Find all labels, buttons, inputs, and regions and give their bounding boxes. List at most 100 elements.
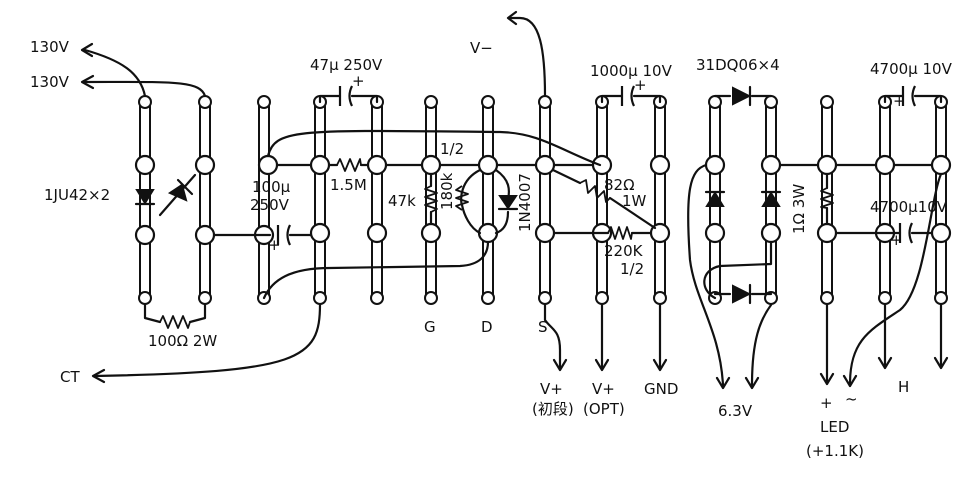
wire-led-minus [848,172,943,386]
resistor-220k [607,226,633,240]
label-cap-4700u-bot-plus: + [890,231,903,249]
label-led: LED [820,418,849,436]
label-cap-4700u-bot: 4700μ10V [870,198,948,216]
wire-c4700t-r [913,94,943,104]
arrow-gnd [652,358,668,372]
label-v-minus: V− [470,39,493,57]
label-cap-1000u: 1000μ 10V [590,62,673,80]
label-31dq06: 31DQ06×4 [696,56,780,74]
label-v-plus-1-note: (初段) [532,400,574,418]
diode-bridge-top [732,85,752,107]
resistor-82 [579,179,611,203]
label-res-82-w: 1W [622,192,647,210]
wire-r100-left [143,302,162,324]
wire-c1000-l [600,94,624,104]
text-labels: 130V 130V 1JU42×2 100Ω 2W CT 47μ 250V + … [30,38,953,460]
arrow-v-minus [506,10,518,26]
label-130v-top: 130V [30,38,70,56]
label-1n4007: 1N4007 [516,173,534,232]
arrow-vplus-1 [552,358,568,372]
arrow-led-minus [842,374,858,388]
wire-c47-l [318,94,342,104]
diode-1ju42-b [158,173,197,217]
resistor-47k [424,185,438,213]
label-cap-100u: 100μ [252,178,291,196]
wire-63v-a [687,163,725,387]
label-ct: CT [60,368,80,386]
wire-63v-b [750,303,773,387]
resistor-1m5 [336,158,362,172]
strip-col-10 [654,101,666,303]
label-res-1m5: 1.5M [330,176,367,194]
arrow-63v-b [744,376,760,390]
diode-bridge-right [760,190,782,207]
label-cap-47u-plus: + [352,72,365,90]
strip-col-2 [199,101,211,303]
arrow-130v-top [80,42,94,58]
label-led-minus: ~ [845,390,858,408]
wire-130v-top [83,48,147,98]
label-v-plus-2-note: (OPT) [583,400,625,418]
label-h: H [898,378,909,396]
label-res-220k: 220K [604,242,644,260]
label-1ju42: 1JU42×2 [44,186,110,204]
capacitor-4700u-top [901,85,916,107]
label-cap-1000u-plus: + [634,76,647,94]
wire-bottom-long [262,240,490,300]
label-cap-100u-volt: 250V [250,196,290,214]
label-d: D [481,318,493,336]
capacitor-4700u-bottom [898,222,913,244]
arrow-h-2 [933,356,949,370]
wire-r180k [460,168,482,235]
label-cap-4700u-top-plus: + [893,92,906,110]
resistor-100-2w [159,315,191,329]
label-g: G [424,318,436,336]
label-res-1ohm-3w: 1Ω 3W [790,184,808,234]
wire-c4700t-l [883,94,905,104]
label-half-2: 1/2 [620,260,644,278]
label-res-47k: 47k [388,192,416,210]
resistor-1ohm-3w [820,187,834,209]
label-led-note: (+1.1K) [806,442,864,460]
wire-vplus-1 [543,302,562,370]
label-led-plus: + [820,394,833,412]
wire-c47-r [350,94,379,104]
wire-d1n-bot [494,210,510,235]
wires [80,10,949,390]
diode-1n4007 [497,195,519,211]
label-130v-bottom: 130V [30,73,70,91]
wire-v-minus [508,16,547,98]
label-v-plus-2: V+ [592,380,615,398]
wire-c1000-r [632,94,662,104]
strip-col-8 [539,101,551,303]
label-v-plus-1: V+ [540,380,563,398]
label-half-1: 1/2 [440,140,464,158]
label-cap-47u: 47μ 250V [310,56,383,74]
arrow-led-plus [819,372,835,386]
wire-r82-b [608,196,657,230]
arrow-h-1 [877,356,893,370]
label-cap-4700u-top: 4700μ 10V [870,60,953,78]
label-gnd: GND [644,380,678,398]
arrow-63v-a [715,376,731,390]
label-s: S [538,318,548,336]
label-res-180k: 180k [438,172,456,210]
label-6-3v: 6.3V [718,402,753,420]
arrow-vplus-2 [594,358,610,372]
capacitor-1000u [620,85,635,107]
wire-br-cross [703,240,773,300]
label-res-82: 82Ω [604,176,635,194]
wire-top-long [266,129,602,167]
arrow-ct [91,368,106,384]
diode-1ju42-a [134,189,156,206]
label-cap-100u-plus: + [268,236,281,254]
diode-bridge-bottom [732,283,752,305]
diode-bridge-left [704,190,726,207]
wire-r100-right [188,302,207,324]
capacitor-47u [338,85,353,107]
resistor-180k [455,185,469,211]
capacitor-100u [276,224,313,246]
wire-r82-a [551,168,582,185]
arrow-130v-bottom [80,74,95,90]
